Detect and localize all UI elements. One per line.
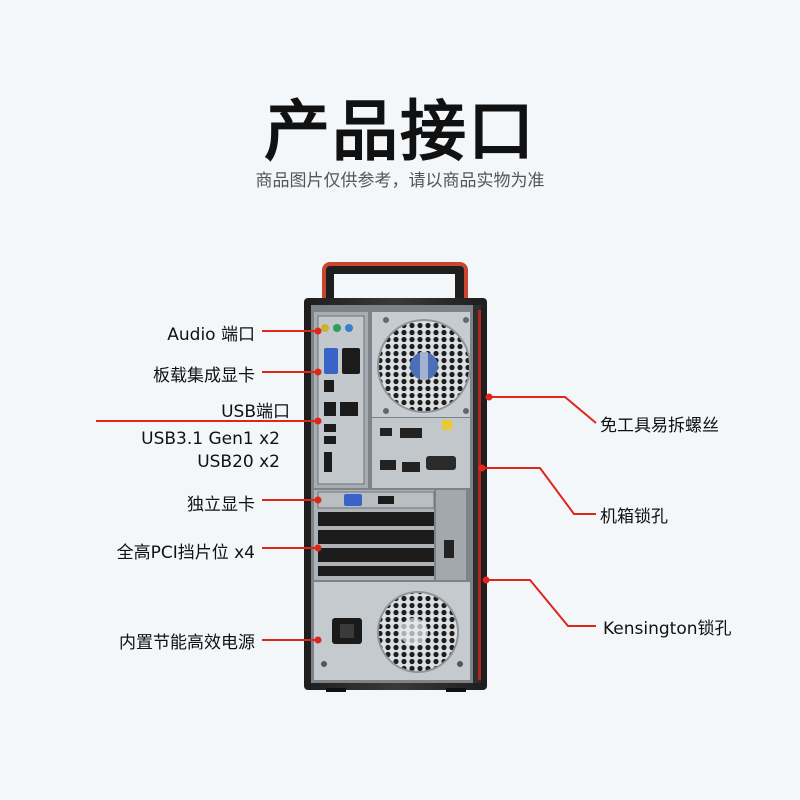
label-kensington-lock: Kensington锁孔 xyxy=(603,619,732,639)
usb-port-icon xyxy=(340,402,358,416)
label-usb31-count: USB3.1 Gen1 x2 xyxy=(141,429,280,449)
page-title: 产品接口 xyxy=(264,93,536,170)
power-supply-unit xyxy=(314,582,470,680)
label-usb-ports: USB端口 xyxy=(221,402,290,422)
label-discrete-graphics: 独立显卡 xyxy=(187,495,255,515)
serial-port-icon xyxy=(426,456,456,470)
usb-port-icon xyxy=(324,402,336,416)
expansion-slots xyxy=(314,490,466,580)
callout-lines-right xyxy=(482,396,597,627)
label-usb20-count: USB20 x2 xyxy=(197,452,280,472)
middle-panel xyxy=(372,418,470,488)
label-toolless-screw: 免工具易拆螺丝 xyxy=(600,416,719,436)
usb-port-icon xyxy=(324,436,336,444)
usb-port-icon xyxy=(324,424,336,432)
label-chassis-lock: 机箱锁孔 xyxy=(600,507,668,527)
page-subtitle: 商品图片仅供参考，请以商品实物为准 xyxy=(255,171,545,191)
gpu-hdmi-port-icon xyxy=(378,496,394,504)
label-power-supply: 内置节能高效电源 xyxy=(119,633,255,653)
audio-jack-icon xyxy=(321,324,329,332)
audio-jack-icon xyxy=(345,324,353,332)
vga-port-icon xyxy=(324,348,338,374)
io-panel xyxy=(314,312,368,488)
label-onboard-graphics: 板载集成显卡 xyxy=(153,366,255,386)
upper-panel xyxy=(372,312,471,417)
callout-lines-left xyxy=(96,330,318,641)
label-pci-slots: 全高PCI挡片位 x4 xyxy=(116,543,255,563)
audio-jack-icon xyxy=(333,324,341,332)
gpu-vga-port-icon xyxy=(344,494,362,506)
label-audio-port: Audio 端口 xyxy=(167,325,255,345)
